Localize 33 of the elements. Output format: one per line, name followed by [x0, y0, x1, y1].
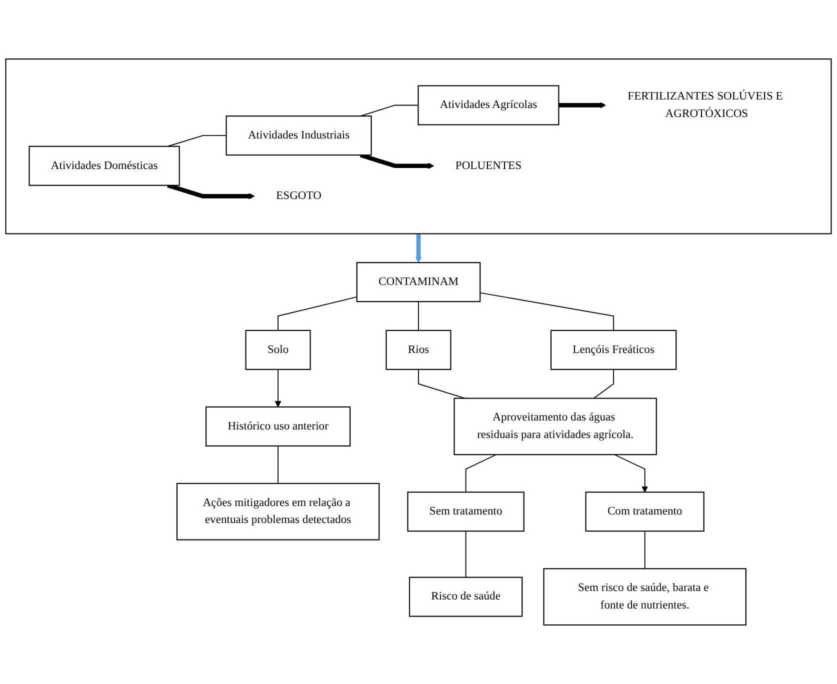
arrow	[614, 454, 648, 492]
connector	[418, 301, 419, 331]
arrow	[360, 152, 434, 170]
node-box: CONTAMINAM	[356, 262, 481, 302]
connector	[360, 104, 419, 117]
connector	[278, 445, 279, 484]
cluster	[5, 58, 832, 234]
arrow	[274, 368, 282, 408]
connector	[278, 296, 358, 331]
node-box: Sem risco de saúde, barata e fonte de nutrientes.	[543, 568, 746, 626]
connector	[644, 530, 646, 570]
node-box: Rios	[386, 330, 452, 370]
node-box: Atividades Agrícolas	[418, 85, 560, 126]
arrow	[167, 183, 255, 200]
node-box: Histórico uso anterior	[206, 406, 351, 446]
node-box: Risco de saúde	[408, 576, 523, 617]
node-text: FERTILIZANTES SOLÚVEIS E AGROTÓXICOS	[628, 90, 783, 120]
arrow	[558, 102, 606, 108]
connector	[465, 530, 466, 578]
node-box: Sem tratamento	[407, 492, 524, 532]
connector	[593, 368, 614, 399]
node-box: Aproveitamento das águas residuais para atividades agrícola.	[454, 398, 657, 456]
connector	[418, 368, 466, 399]
node-box: Lençóis Freáticos	[550, 330, 677, 370]
node-box: Atividades Industriais	[226, 116, 372, 156]
arrow	[415, 234, 422, 263]
node-box: Solo	[245, 330, 311, 370]
node-box: Com tratamento	[585, 492, 704, 532]
node-box: Ações mitigadores em relação a eventuais problemas detectados	[176, 482, 380, 540]
node-text: POLUENTES	[455, 159, 522, 172]
node-box: Atividades Domésticas	[28, 146, 180, 186]
connector	[480, 292, 614, 331]
node-text: ESGOTO	[276, 190, 322, 202]
